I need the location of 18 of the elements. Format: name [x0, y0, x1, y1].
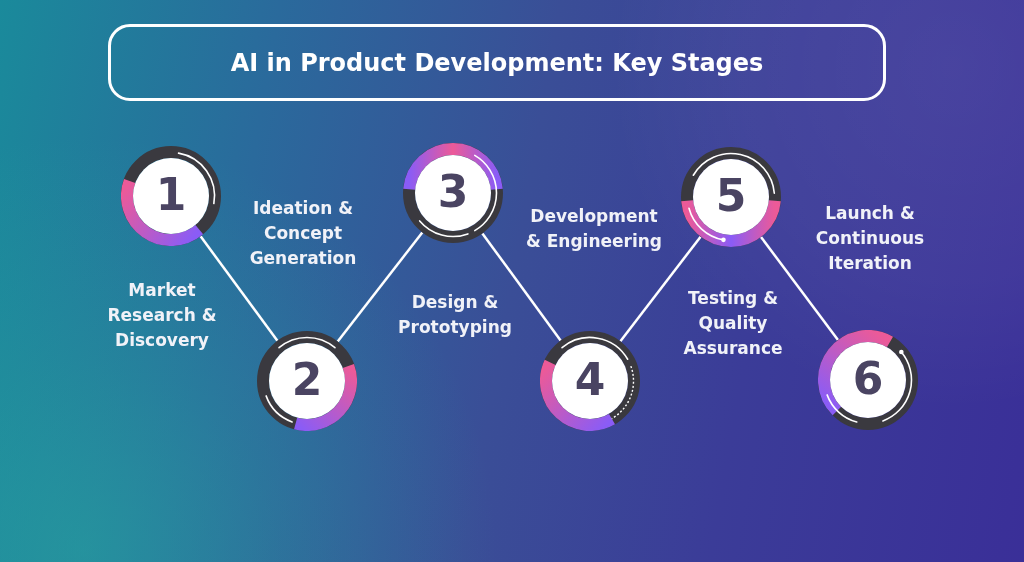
step-number: 4: [574, 358, 606, 403]
step-number: 5: [715, 174, 747, 219]
connector-line: [481, 232, 562, 342]
connector-line: [760, 236, 839, 341]
step-number: 6: [852, 357, 884, 402]
stage-label: Market Research & Discovery: [106, 278, 218, 352]
step-number: 3: [437, 170, 469, 215]
connector-line: [619, 235, 702, 343]
connector-line: [199, 235, 279, 342]
step-number: 1: [155, 173, 187, 218]
stage-label: Ideation & Concept Generation: [248, 196, 358, 270]
stage-label: Development & Engineering: [524, 205, 664, 253]
stage-label: Launch & Continuous Iteration: [814, 201, 926, 275]
connector-line: [336, 231, 424, 343]
stage-label: Testing & Quality Assurance: [682, 286, 784, 360]
step-number: 2: [291, 358, 323, 403]
stage-label: Design & Prototyping: [397, 291, 513, 339]
diagram-title: AI in Product Development: Key Stages: [108, 24, 886, 101]
